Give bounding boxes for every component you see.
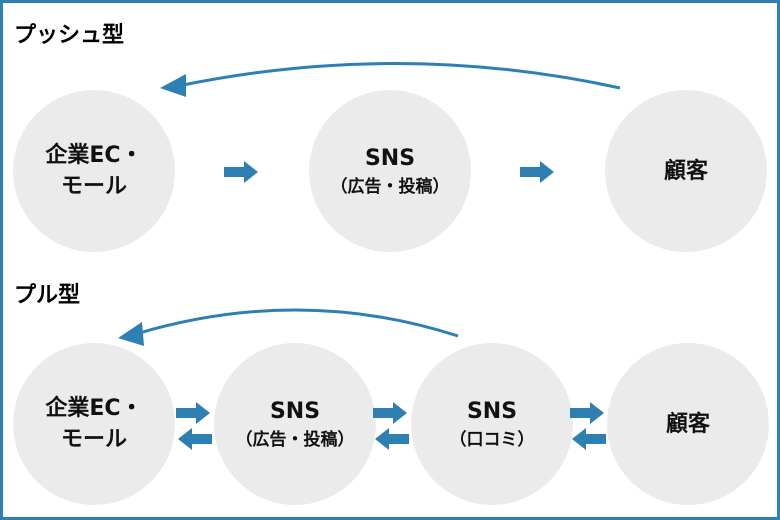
pull-node-sns-ads-line2: （広告・投稿） [235,429,355,450]
push-node-company-ec-line1: 企業EC・ [45,143,143,168]
pull-node-sns-reviews-line1: SNS [466,398,518,424]
pull-node-company-ec: 企業EC・ モール [13,343,175,505]
pull-arrow-pair-1 [176,402,212,450]
pull-arrow-pair-3 [570,402,606,450]
push-node-customer-line1: 顧客 [663,158,708,184]
pull-node-sns-reviews-line2: （口コミ） [449,429,535,450]
push-node-sns: SNS （広告・投稿） [309,90,471,252]
pull-section-title: プル型 [14,283,81,308]
push-node-sns-line1: SNS [364,145,416,171]
pull-node-company-ec-line2: モール [60,427,127,452]
pull-arrow-pair-2 [373,402,409,450]
push-arrow-2 [520,161,554,183]
pull-node-company-ec-line1: 企業EC・ [45,396,143,421]
pull-node-customer-line1: 顧客 [665,411,710,437]
push-node-company-ec-line2: モール [60,174,127,199]
push-arrow-1 [224,161,258,183]
pull-node-sns-reviews: SNS （口コミ） [411,343,573,505]
push-node-sns-line2: （広告・投稿） [330,176,450,197]
pull-node-customer: 顧客 [607,343,769,505]
pull-node-sns-ads-line1: SNS [269,398,321,424]
push-node-customer: 顧客 [605,90,767,252]
push-node-company-ec: 企業EC・ モール [13,90,175,252]
push-section-title: プッシュ型 [14,23,125,48]
pull-node-sns-ads: SNS （広告・投稿） [214,343,376,505]
